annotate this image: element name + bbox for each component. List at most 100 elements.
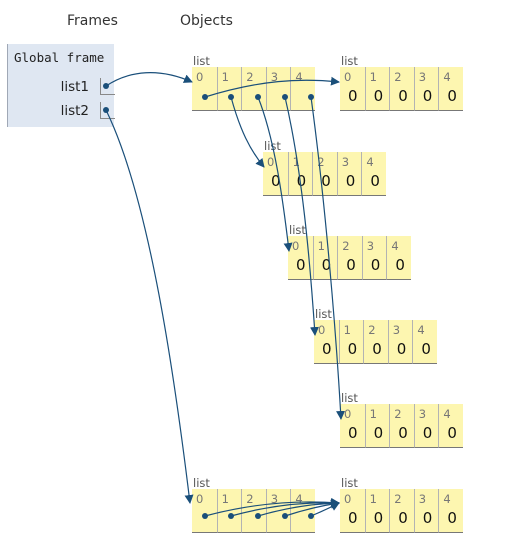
arrow-list1-to-outer1 bbox=[105, 72, 193, 87]
cell-value: 0 bbox=[271, 172, 281, 190]
list-cell: 1 bbox=[216, 489, 242, 533]
cell-index: 4 bbox=[443, 70, 451, 84]
cell-index: 4 bbox=[295, 492, 303, 506]
cell-index: 0 bbox=[196, 70, 204, 84]
cell-value: 0 bbox=[373, 87, 384, 105]
cell-value: 0 bbox=[322, 340, 332, 358]
cell-index: 0 bbox=[318, 323, 326, 337]
variable-name-list2: list2 bbox=[60, 103, 89, 119]
cell-index: 1 bbox=[369, 407, 377, 421]
cell-index: 4 bbox=[366, 155, 374, 169]
cell-value: 0 bbox=[396, 340, 407, 358]
cell-value: 0 bbox=[372, 340, 382, 358]
variable-pointer-list2[interactable] bbox=[100, 102, 115, 119]
cell-index: 3 bbox=[392, 323, 401, 337]
global-frame: Global frame list1 list2 bbox=[7, 44, 115, 127]
list-type-label: list bbox=[193, 54, 210, 68]
cell-value: 0 bbox=[422, 424, 433, 442]
cell-index: 4 bbox=[295, 70, 303, 84]
cell-index: 4 bbox=[443, 492, 451, 506]
cell-value: 0 bbox=[348, 87, 358, 105]
cell-index: 1 bbox=[221, 70, 229, 84]
cell-value: 0 bbox=[370, 256, 381, 274]
list-cell: 2 bbox=[241, 489, 266, 533]
list-cell: 2 bbox=[241, 67, 266, 111]
cell-index: 2 bbox=[368, 323, 376, 337]
cell-value: 0 bbox=[296, 172, 307, 190]
cell-index: 1 bbox=[369, 70, 377, 84]
cell-index: 3 bbox=[418, 70, 427, 84]
list-type-label: list bbox=[264, 139, 281, 153]
cell-value: 0 bbox=[348, 509, 358, 527]
cell-index: 4 bbox=[391, 239, 399, 253]
cell-index: 2 bbox=[317, 155, 325, 169]
list-cell: 0 bbox=[192, 489, 217, 533]
variable-pointer-list1[interactable] bbox=[100, 78, 115, 95]
cell-index: 1 bbox=[317, 239, 325, 253]
cell-index: 1 bbox=[369, 492, 377, 506]
variable-name-list1: list1 bbox=[60, 79, 89, 95]
cell-value: 0 bbox=[348, 424, 358, 442]
list-cell: 4 bbox=[290, 489, 315, 533]
cell-index: 1 bbox=[221, 492, 229, 506]
cell-index: 2 bbox=[246, 492, 254, 506]
cell-value: 0 bbox=[447, 424, 457, 442]
cell-index: 0 bbox=[344, 407, 352, 421]
list-type-label: list bbox=[341, 54, 358, 68]
cell-index: 2 bbox=[246, 70, 254, 84]
cell-index: 4 bbox=[443, 407, 451, 421]
list-cell: 3 bbox=[265, 489, 291, 533]
cell-index: 1 bbox=[343, 323, 351, 337]
cell-index: 0 bbox=[267, 155, 275, 169]
list-type-label: list bbox=[341, 476, 358, 490]
arrow-list2-to-outer2 bbox=[105, 109, 194, 504]
list-type-label: list bbox=[341, 391, 358, 405]
cell-value: 0 bbox=[421, 340, 431, 358]
arrow-outer1-3 bbox=[284, 96, 319, 336]
list-cell: 0 bbox=[192, 67, 217, 111]
cell-value: 0 bbox=[373, 424, 384, 442]
list-cell: 4 bbox=[290, 67, 315, 111]
frames-header: Frames bbox=[67, 13, 118, 29]
cell-index: 2 bbox=[394, 407, 402, 421]
cell-index: 2 bbox=[394, 492, 402, 506]
cell-value: 0 bbox=[422, 509, 433, 527]
cell-index: 0 bbox=[344, 492, 352, 506]
arrow-outer2-4 bbox=[310, 502, 340, 517]
cell-index: 0 bbox=[196, 492, 204, 506]
list-type-label: list bbox=[315, 307, 332, 321]
cell-value: 0 bbox=[345, 172, 356, 190]
cell-value: 0 bbox=[373, 509, 384, 527]
cell-value: 0 bbox=[447, 509, 457, 527]
cell-index: 3 bbox=[418, 407, 427, 421]
cell-value: 0 bbox=[370, 172, 380, 190]
cell-value: 0 bbox=[347, 340, 358, 358]
cell-value: 0 bbox=[346, 256, 356, 274]
